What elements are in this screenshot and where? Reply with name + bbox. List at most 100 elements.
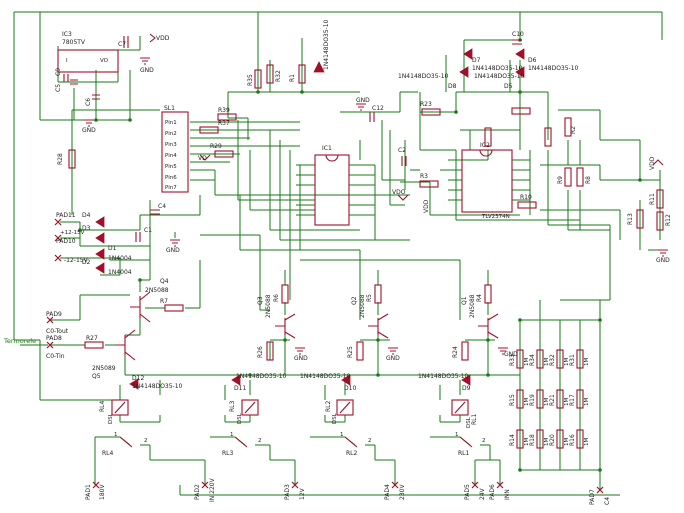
power-labels: GND VDD GND GND GND GND GND GND GND VD V… [82,35,670,362]
q1-value: 2N5088 [469,294,476,318]
capacitor-c10 [512,39,522,45]
resistor-r35 [254,69,262,89]
pad1-net: 180V [99,484,106,500]
r33-value: 1M [524,358,530,366]
r11-label: R11 [649,193,656,205]
resistor-r37 [199,126,219,134]
diode-d11 [313,61,325,73]
ic2-value: TLV2374N [481,214,510,220]
diode-labels: D4 D3 D1 D2 1N4004 1N4004 1N4148DO35-10 … [82,19,579,392]
vdd-label-sl1: VD [198,155,207,162]
r31-value: 1M [584,358,590,366]
ic1-chip: IC1 [314,145,350,226]
resistor-r4 [484,284,492,304]
gnd-label-r12: GND [656,257,670,264]
pad2-net: IN 220V [209,477,216,502]
vdd-arrow-ic1 [397,194,409,201]
rl1-pin1: 1 [455,432,459,438]
r10-label: R10 [520,194,532,201]
pad4-label: PAD4 [384,484,391,500]
pad9-label: PAD9 [46,311,62,318]
r15-value: 1M [524,398,530,406]
resistor-r13 [636,209,644,229]
resistor-r32b [556,349,564,369]
r29-label: R29 [210,143,222,150]
ic2-chip: IC2 TLV2374N [461,142,513,220]
r8-label: R8 [585,176,592,184]
vdd-label-ic3: VDD [156,35,170,42]
r19-label: R19 [529,394,536,406]
r4-label: R4 [476,294,483,302]
r17-value: 1M [584,398,590,406]
d2-label: D2 [82,259,91,266]
d12-label: D12 [132,375,144,382]
d1-label: D1 [108,245,117,252]
pad11-label: PAD11 [56,212,76,219]
pad5-marker [471,481,479,489]
sl1-label: SL1 [164,105,175,112]
resistor-r14 [516,429,524,449]
r28-label: R28 [57,153,64,165]
resistor-r6 [281,284,289,304]
diode-d10 [341,374,351,386]
rl4-label: RL4 [99,400,106,412]
rl3-coil-tag: DSL [237,412,243,424]
resistor-r99 [484,127,492,147]
sl1-pin-1: Pin1 [165,120,177,126]
q5-label: Q5 [92,373,101,380]
resistor-r15 [516,389,524,409]
diode-d9 [461,374,471,386]
gnd-symbol-q1 [498,347,508,355]
c2-label: C2 [398,147,406,154]
transistor-q3 [275,313,296,339]
rl2-label: RL2 [325,400,332,412]
resistor-r36 [511,107,531,115]
gnd-label-q2: GND [386,355,400,362]
resistor-r31 [576,349,584,369]
r32b-label: R32 [549,354,556,366]
pad3-label: PAD3 [284,484,291,500]
transistor-q1 [478,313,499,339]
d1-value: 1N4004 [108,255,132,262]
resistor-r16 [576,429,584,449]
r14-label: R14 [509,434,516,446]
d7-label: D7 [472,57,481,64]
sl1-pin-5: Pin5 [165,164,177,170]
r14-value: 1M [524,438,530,446]
d4-label: D4 [82,212,91,219]
r32b-value: 1M [564,358,570,366]
diode-d3 [95,232,105,244]
gnd-symbol-q2 [388,347,398,355]
pad11-net: +12-15V [60,230,85,236]
rl4-pin1: 1 [114,432,118,438]
d6-value: 1N4148DO35-10 [528,65,579,72]
rl1-coil-tag: DSL [466,416,472,428]
resistor-r12 [656,211,664,231]
pad10-marker [54,234,62,242]
resistor-r21 [556,389,564,409]
r26-label: R26 [257,346,264,358]
pad2-label: PAD2 [194,484,201,500]
diode-d2 [95,262,105,274]
d2-value: 1N4004 [108,269,132,276]
relay-rl2-coil [336,399,354,416]
resistor-r28 [68,149,76,169]
ic1-label: IC1 [322,145,332,152]
resistor-r2 [564,117,572,137]
pad2-marker [201,481,209,489]
resistor-r17 [576,389,584,409]
pad-labels: PAD1 180V PAD2 IN 220V PAD3 12V PAD4 230… [3,212,611,505]
pad8-label: PAD8 [46,335,62,342]
r34-value: 1M [544,358,550,366]
vdd-arrow-r11 [652,159,664,166]
gnd-label-top: GND [356,97,370,104]
q1-label: Q1 [461,296,468,305]
pad1-marker [92,481,100,489]
resistor-r32 [266,64,274,84]
r1-label: R1 [289,74,296,82]
capacitor-c5 [70,79,78,85]
r18-label: R18 [529,434,536,446]
c6-label: C6 [85,98,92,106]
